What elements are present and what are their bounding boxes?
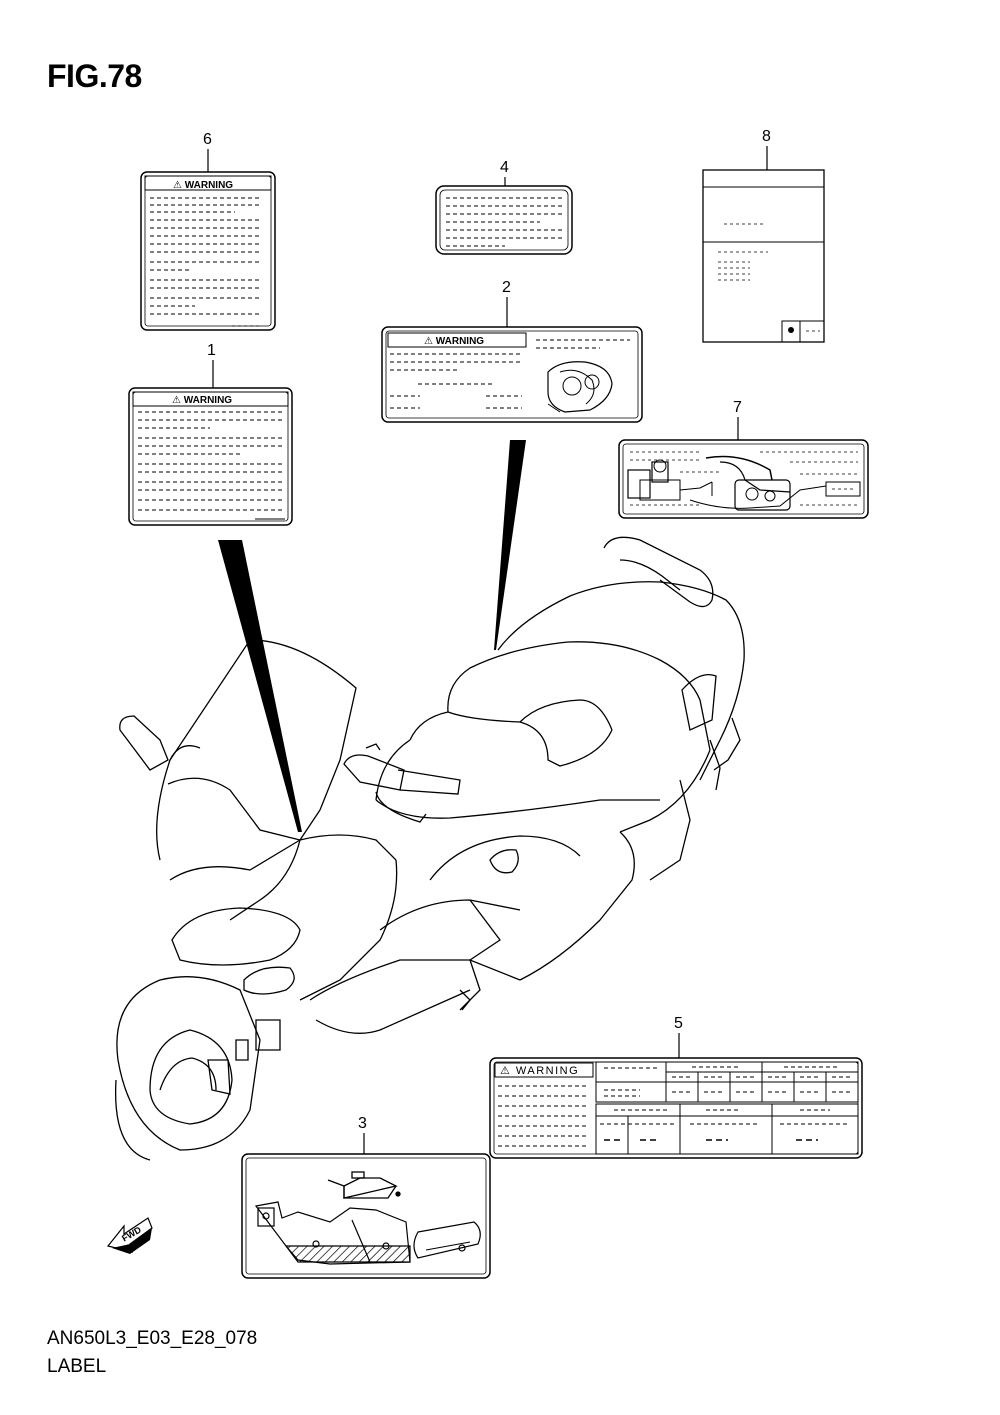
label-2-seat-drawing bbox=[547, 361, 613, 413]
label-1[interactable]: 1 ⚠ WARNING bbox=[128, 342, 293, 526]
label-7-brake-system-drawing bbox=[627, 455, 861, 511]
callout-8: 8 bbox=[762, 128, 771, 145]
figure-code: AN650L3_E03_E28_078 bbox=[47, 1328, 258, 1349]
label-3[interactable]: 3 bbox=[241, 1115, 491, 1279]
callout-5: 5 bbox=[674, 1015, 683, 1032]
callout-2: 2 bbox=[502, 279, 511, 296]
label-4[interactable]: 4 bbox=[435, 159, 573, 255]
figure-title: FIG.78 bbox=[47, 58, 142, 94]
label-2[interactable]: 2 ⚠ WARNING bbox=[381, 279, 643, 423]
callout-6: 6 bbox=[203, 131, 212, 148]
engine-oil-level-drawing bbox=[254, 1201, 481, 1265]
label-8-owners-manual[interactable]: 8 bbox=[702, 128, 825, 343]
callout-4: 4 bbox=[500, 159, 509, 176]
forward-direction-arrow-icon: FWD bbox=[106, 1217, 153, 1254]
callout-1: 1 bbox=[207, 342, 216, 359]
label-6[interactable]: 6 ⚠ WARNING bbox=[140, 131, 276, 331]
figure-name: LABEL bbox=[47, 1356, 107, 1377]
label-7[interactable]: 7 bbox=[618, 399, 869, 519]
label-6-warning-title: ⚠ WARNING bbox=[173, 180, 233, 191]
label-5[interactable]: 5 ⚠ WARNING bbox=[489, 1015, 863, 1159]
oil-can-icon bbox=[327, 1171, 401, 1199]
callout-7: 7 bbox=[733, 399, 742, 416]
callout-3: 3 bbox=[358, 1115, 367, 1132]
label-2-warning-title: ⚠ WARNING bbox=[424, 336, 484, 347]
pointer-wedges bbox=[218, 440, 526, 832]
label-5-warning-title: ⚠ WARNING bbox=[500, 1065, 579, 1077]
label-1-warning-title: ⚠ WARNING bbox=[172, 395, 232, 406]
